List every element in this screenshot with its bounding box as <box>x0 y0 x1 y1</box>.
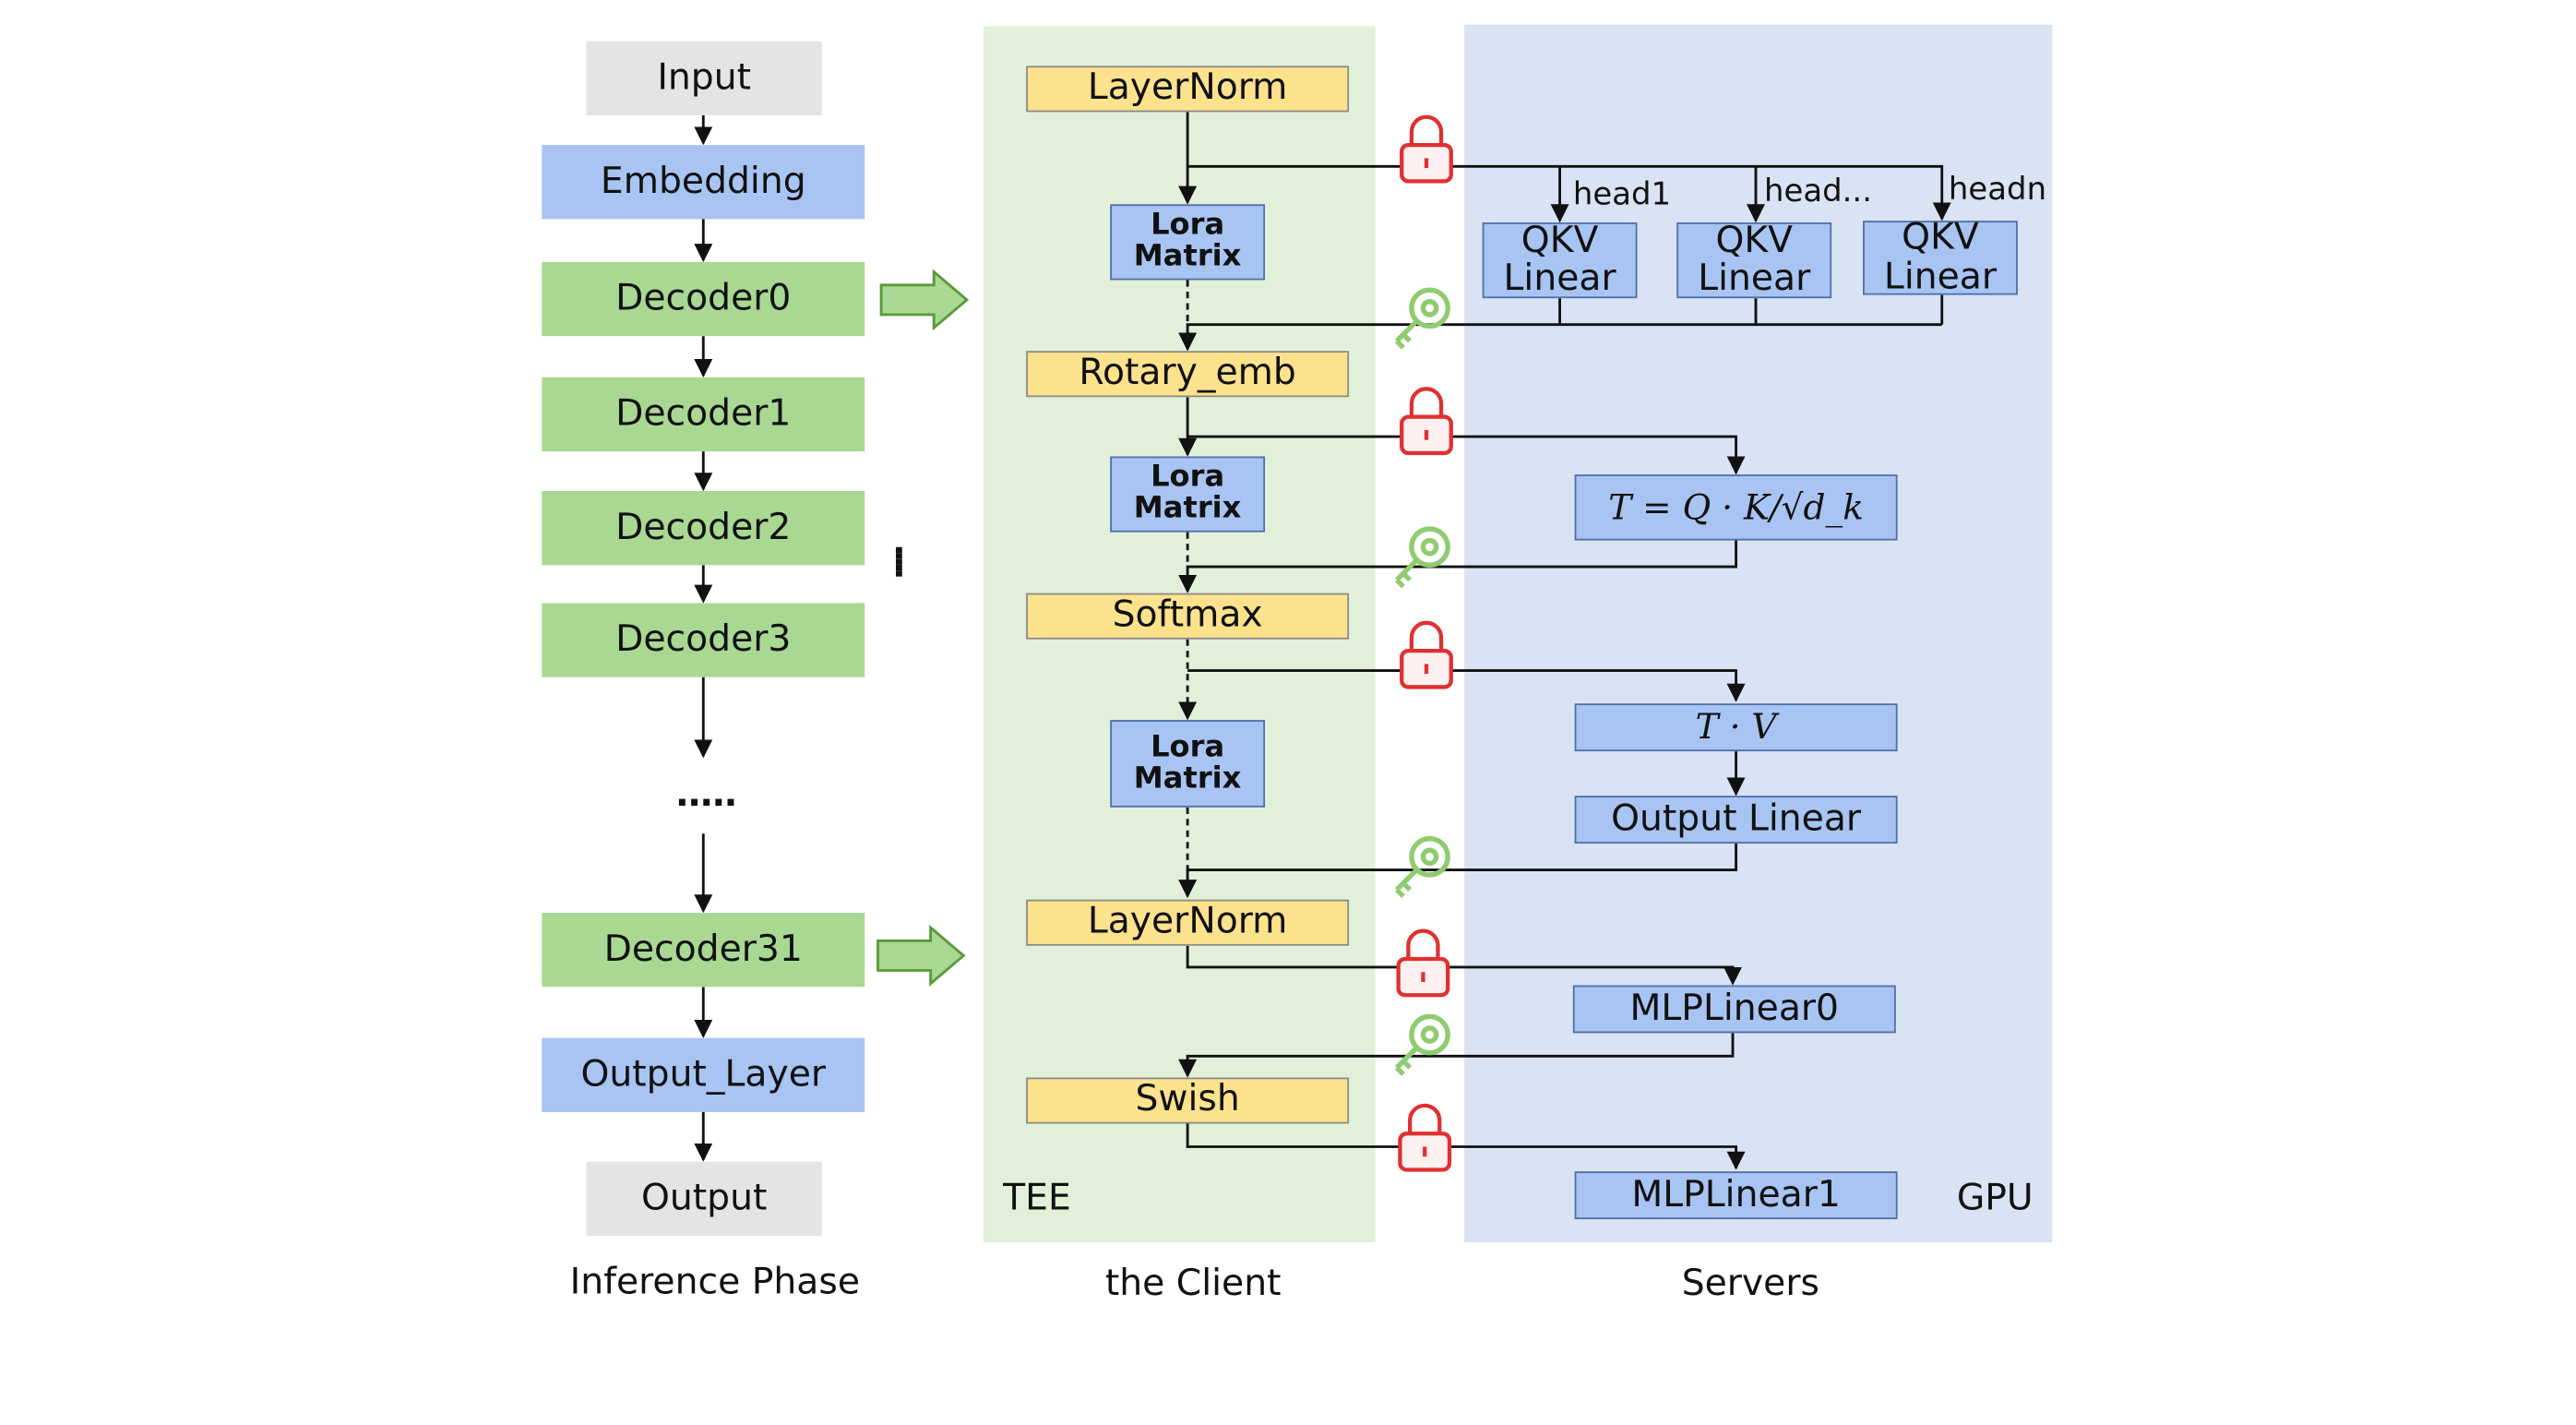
client-caption: the Client <box>1104 1263 1282 1305</box>
key-icon <box>1394 287 1450 350</box>
key-icon <box>1394 1013 1450 1076</box>
lora-matrix-3: Lora Matrix <box>1110 720 1266 808</box>
input-node: Input <box>586 41 822 115</box>
lock-icon <box>1400 620 1453 689</box>
ellipsis-dots: ..... <box>674 774 737 816</box>
decoder3-node: Decoder3 <box>542 603 865 677</box>
client-layernorm-2: LayerNorm <box>1026 899 1350 946</box>
headn-label: headn <box>1948 171 2047 208</box>
inference-phase-caption: Inference Phase <box>569 1262 861 1304</box>
head1-label: head1 <box>1572 176 1672 213</box>
embedding-node: Embedding <box>542 145 865 220</box>
qkv-linear-headn: QKV Linear <box>1863 220 2018 296</box>
lock-icon <box>1400 387 1453 456</box>
qkv-linear-head-mid: QKV Linear <box>1676 222 1832 298</box>
key-icon <box>1394 835 1450 899</box>
attention-score-box: T = Q · K/√d_k <box>1574 474 1898 541</box>
decoder2-node: Decoder2 <box>542 490 865 566</box>
key-icon <box>1394 526 1450 589</box>
mlplinear0-box: MLPLinear0 <box>1572 985 1896 1034</box>
head-mid-label: head... <box>1763 173 1872 210</box>
qkv-linear-head1: QKV Linear <box>1482 222 1638 298</box>
output-layer-node: Output_Layer <box>542 1037 865 1113</box>
tee-label: TEE <box>1003 1178 1071 1220</box>
mlplinear1-box: MLPLinear1 <box>1574 1171 1898 1220</box>
servers-caption: Servers <box>1681 1263 1819 1305</box>
gpu-label: GPU <box>1956 1178 2033 1220</box>
lock-icon <box>1396 928 1450 998</box>
decoder1-node: Decoder1 <box>542 377 865 452</box>
output-node: Output <box>586 1161 822 1236</box>
decoder31-node: Decoder31 <box>542 913 865 988</box>
decoder0-node: Decoder0 <box>542 261 865 337</box>
client-softmax: Softmax <box>1026 593 1350 640</box>
client-swish: Swish <box>1026 1077 1350 1124</box>
output-linear-box: Output Linear <box>1574 796 1898 844</box>
right-arrow-icon <box>879 269 970 331</box>
lock-icon <box>1400 114 1453 184</box>
lora-matrix-2: Lora Matrix <box>1110 456 1266 533</box>
side-ellipsis-dots: ..... <box>888 544 928 574</box>
client-layernorm-1: LayerNorm <box>1026 66 1350 113</box>
lora-matrix-1: Lora Matrix <box>1110 204 1266 281</box>
client-rotary-emb: Rotary_emb <box>1026 351 1350 398</box>
right-arrow-icon <box>877 924 966 987</box>
lock-icon <box>1398 1103 1452 1172</box>
tv-box: T · V <box>1574 703 1898 752</box>
